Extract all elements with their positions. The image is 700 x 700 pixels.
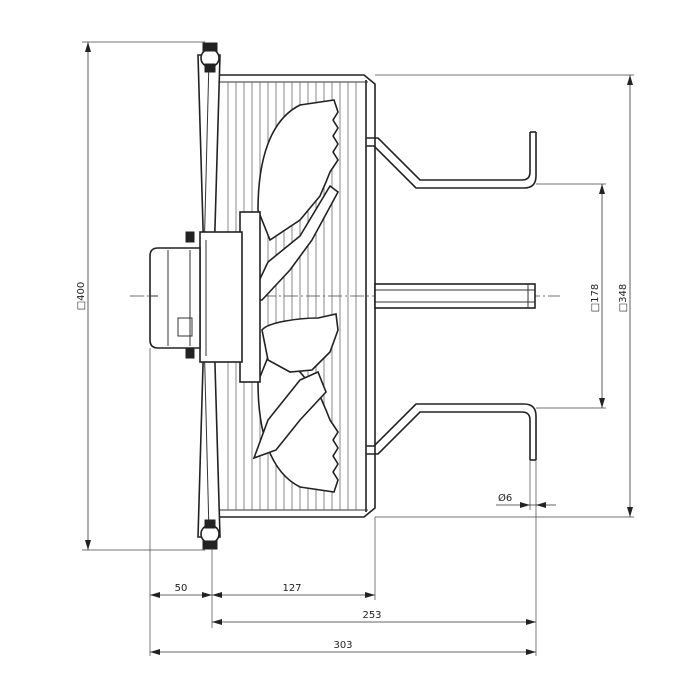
upper-blade-tip [248, 184, 340, 301]
center-bracket [374, 283, 536, 309]
dim-bracket-span: □178 [590, 184, 605, 408]
dim-overall-width: 303 [150, 640, 536, 655]
dim-flange-to-bracket: 253 [212, 610, 536, 625]
top-bolt [200, 42, 220, 73]
dim-flange-to-guard-label: 127 [282, 583, 301, 594]
dim-hole-diameter: Ø6 [496, 492, 556, 508]
extension-lines [82, 41, 634, 656]
hub [199, 211, 261, 383]
dim-motor-to-flange: 50 [150, 583, 212, 598]
dim-overall-width-label: 303 [333, 640, 352, 651]
dim-bracket-outer-label: □348 [618, 284, 629, 313]
lower-blade-tip [252, 370, 327, 460]
lower-blade-inner [261, 313, 339, 373]
bottom-bolt [200, 519, 220, 550]
fan-blades [248, 99, 340, 493]
dim-guard-height: □400 [76, 42, 91, 550]
motor [149, 247, 201, 349]
dim-flange-to-bracket-label: 253 [362, 610, 381, 621]
dim-motor-to-flange-label: 50 [175, 583, 188, 594]
dim-hole-diameter-label: Ø6 [498, 492, 512, 504]
top-bracket [366, 131, 537, 189]
bottom-bracket [366, 403, 537, 461]
dim-flange-to-guard: 127 [212, 583, 375, 598]
upper-blade [257, 99, 339, 242]
dim-bracket-outer: □348 [618, 75, 633, 517]
dim-guard-height-label: □400 [76, 282, 87, 311]
dim-bracket-span-label: □178 [590, 284, 601, 313]
